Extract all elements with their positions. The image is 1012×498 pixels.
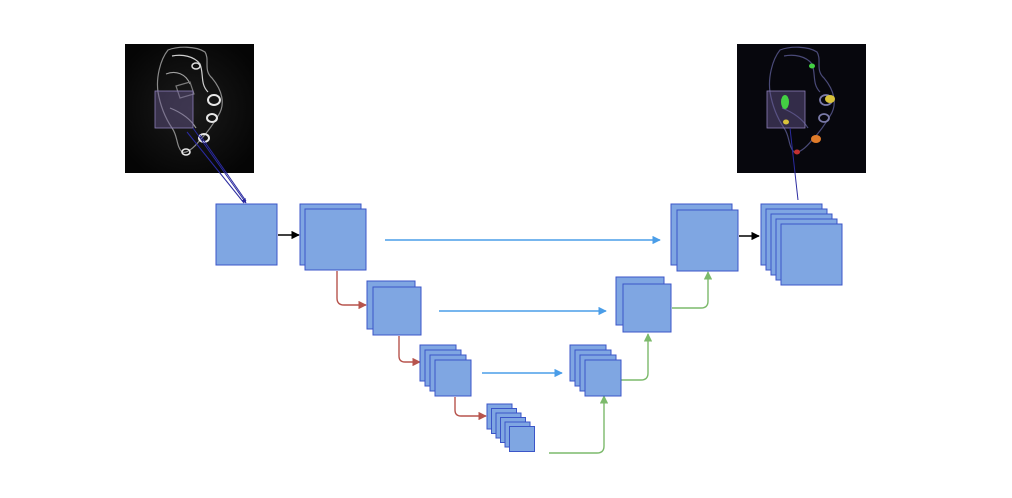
encoder-block-3: [367, 281, 421, 335]
output-block-layer-5: [781, 224, 842, 285]
output-block: [761, 204, 842, 285]
upsample-arrow-1: [549, 396, 604, 453]
downsample-arrow-3: [455, 397, 486, 416]
decoder-block-1-layer-4: [585, 360, 621, 396]
encoder-block-2-layer-2: [305, 209, 366, 270]
decoder-block-3-layer-2: [677, 210, 738, 271]
input-mri-image: [125, 44, 254, 203]
upsample-arrow-2: [621, 334, 648, 380]
downsample-arrow-2: [399, 336, 420, 362]
encoder-block-4: [420, 345, 471, 396]
segment-yellow: [825, 95, 835, 103]
encoder-block-3-layer-2: [373, 287, 421, 335]
encoder-block-2: [300, 204, 366, 270]
output-segmentation-image: [737, 44, 866, 200]
decoder-block-2: [616, 277, 671, 332]
segment-yellow-small: [783, 120, 789, 125]
decoder-block-1: [570, 345, 621, 396]
decoder-block-3: [671, 204, 738, 271]
input-patch-highlight: [155, 91, 193, 128]
encoder-block-4-layer-4: [435, 360, 471, 396]
segment-orange: [811, 135, 821, 143]
segment-green: [781, 95, 789, 109]
bottleneck-block: [487, 404, 535, 452]
upsample-arrow-3: [672, 272, 708, 308]
feature-map-blocks: [216, 204, 842, 452]
encoder-block-1-layer-1: [216, 204, 277, 265]
segment-green-small: [809, 64, 815, 69]
decoder-block-2-layer-2: [623, 284, 671, 332]
bottleneck-block-layer-6: [510, 427, 535, 452]
segment-red: [794, 150, 800, 155]
encoder-block-1: [216, 204, 277, 265]
downsample-arrow-1: [337, 271, 366, 305]
